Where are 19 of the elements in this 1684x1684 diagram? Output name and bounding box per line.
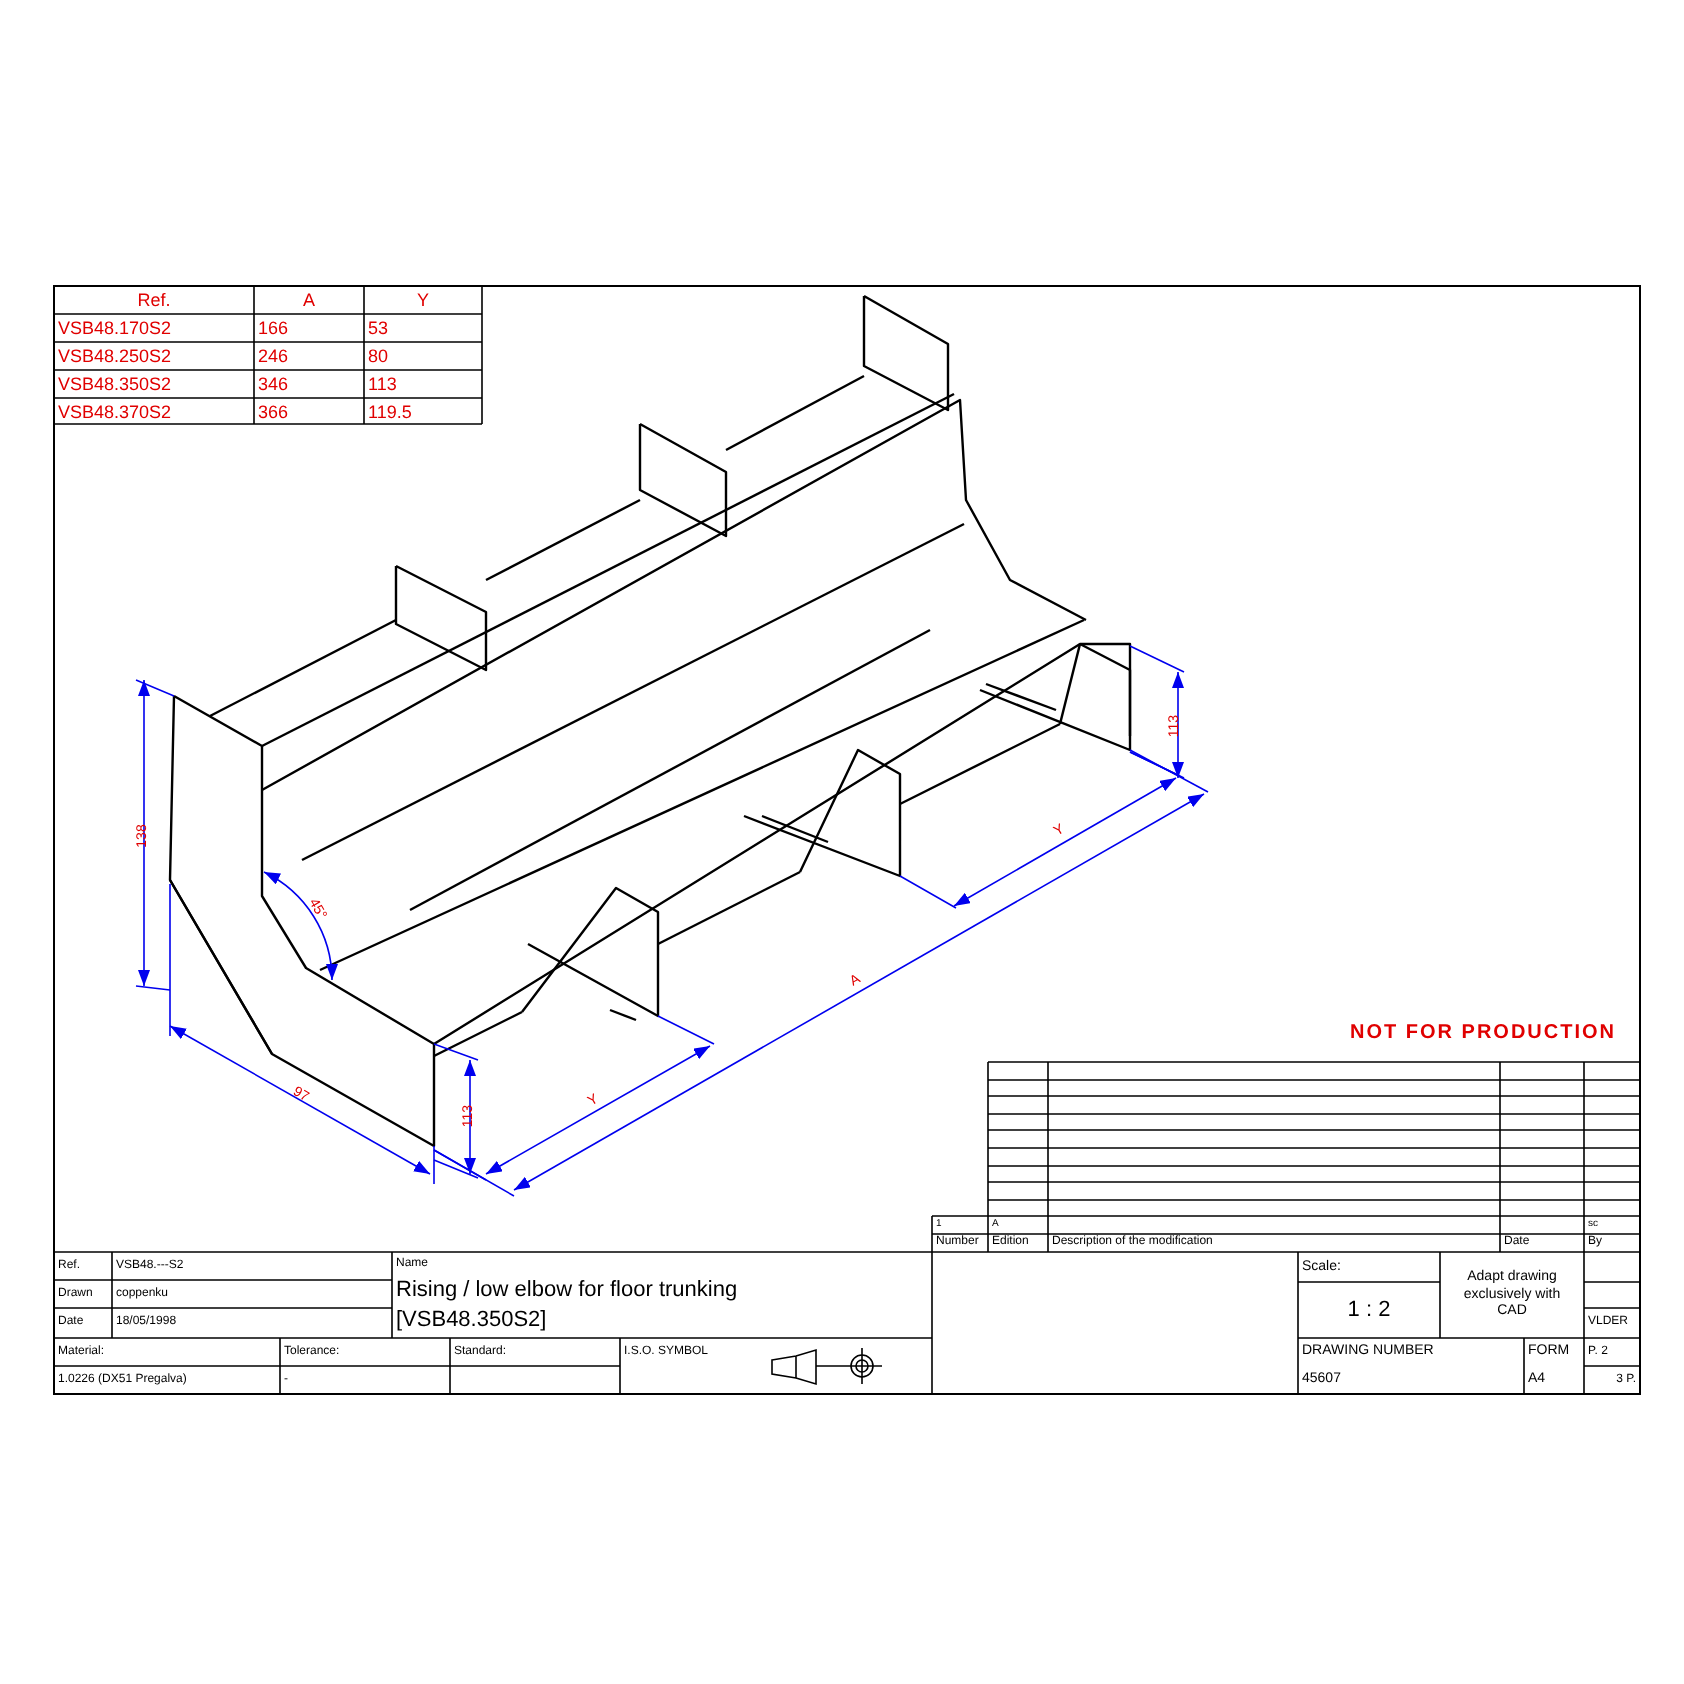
stamp-text: NOT FOR PRODUCTION (1348, 1020, 1618, 1048)
scale-value: 1 : 2 (1345, 1296, 1393, 1326)
table-cell-text: VSB48.250S2 (56, 344, 174, 370)
column-header: A (300, 288, 317, 314)
table-cell-text: 80 (366, 344, 391, 370)
table-cell-text: 53 (366, 316, 391, 342)
table-cell-text: 346 (256, 372, 291, 398)
table-cell-text: 113 (366, 372, 399, 398)
drawing-title: Rising / low elbow for floor trunking (394, 1276, 740, 1306)
field-value: [VSB48.350S2] (394, 1306, 549, 1336)
column-header: Y (414, 288, 431, 314)
table-cell-text: 166 (256, 316, 291, 342)
table-cell-text: 119.5 (366, 400, 414, 426)
table-cell-text: VSB48.350S2 (56, 372, 174, 398)
table-cell-text: 366 (256, 400, 291, 426)
table-cell-text: VSB48.370S2 (56, 400, 174, 426)
table-cell-text: VSB48.170S2 (56, 316, 174, 342)
column-header: Ref. (135, 288, 173, 314)
table-cell-text: 246 (256, 344, 291, 370)
